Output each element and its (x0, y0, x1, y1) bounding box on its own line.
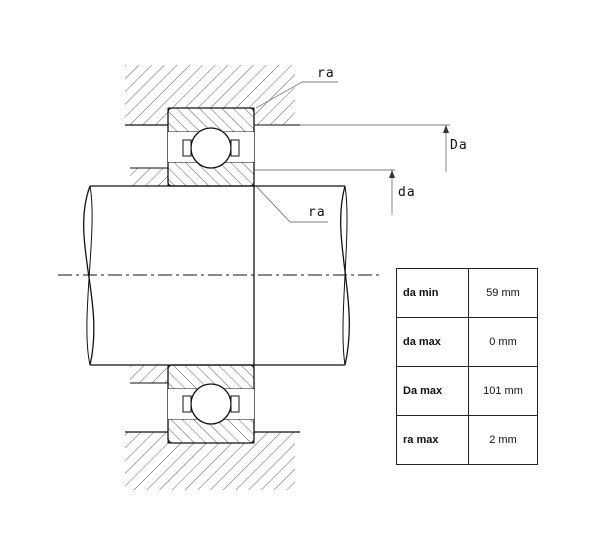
leader-ra-mid: ra (255, 185, 328, 223)
leader-ra-top: ra (255, 66, 338, 109)
table-row: ra max 2 mm (396, 415, 538, 465)
label-ra-top: ra (317, 66, 335, 81)
table-row: da min 59 mm (396, 268, 538, 318)
bearing-top (167, 107, 255, 187)
ball-bottom (190, 383, 232, 425)
shaft-shoulder (130, 167, 168, 384)
table-row: Da max 101 mm (396, 366, 538, 416)
label-ra-mid: ra (308, 205, 326, 220)
label-da: da (398, 185, 416, 200)
row-key: ra max (396, 415, 469, 465)
bearing-bottom (167, 364, 255, 444)
row-key: da max (396, 317, 469, 367)
dimension-da: da (254, 169, 416, 215)
row-value: 101 mm (468, 366, 538, 416)
shaft (83, 185, 350, 366)
table-row: da max 0 mm (396, 317, 538, 367)
dimensions-table: da min 59 mm da max 0 mm Da max 101 mm r… (396, 268, 538, 465)
dimension-Da: Da (254, 124, 468, 172)
row-key: Da max (396, 366, 469, 416)
row-value: 0 mm (468, 317, 538, 367)
row-key: da min (396, 268, 469, 318)
row-value: 59 mm (468, 268, 538, 318)
row-value: 2 mm (468, 415, 538, 465)
ball-top (190, 127, 232, 169)
label-Da: Da (450, 138, 468, 153)
